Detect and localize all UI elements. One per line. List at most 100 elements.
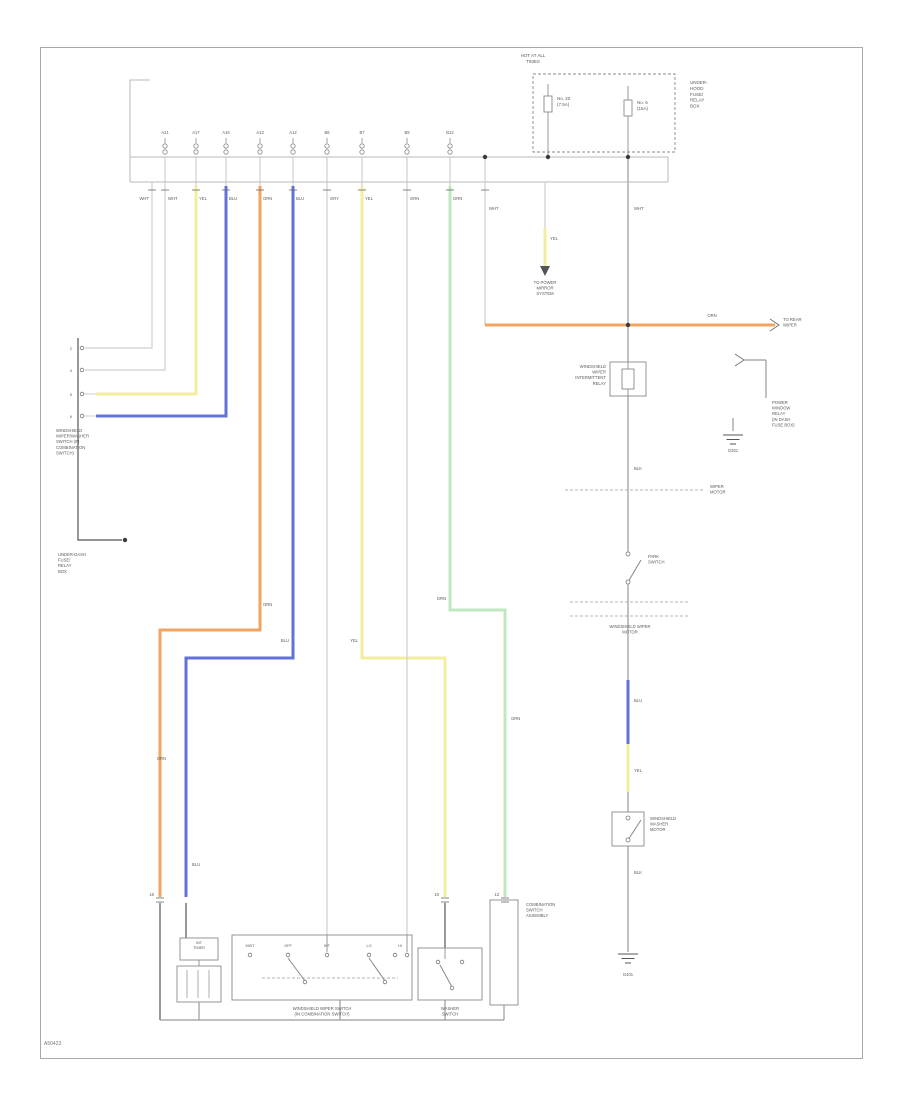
contact-icon [382, 979, 388, 985]
pin-connector-icon [359, 149, 365, 155]
to-power-mirror-label: TO POWER [534, 280, 557, 285]
wire-color-label: GRN [410, 196, 419, 201]
connector-housing-label: ASSEMBLY [526, 913, 548, 918]
pin-connector-icon [223, 149, 229, 155]
pin-connector-icon [223, 143, 229, 149]
underdash-fusebox-label: FUSE/ [58, 558, 71, 563]
wire-color-label: BLU [281, 638, 289, 643]
power-window-relay-label: (IN DASH [772, 417, 790, 422]
junction-dot [482, 154, 488, 160]
wire-color-label: ORN [707, 313, 716, 318]
wire-yel-main [360, 186, 447, 897]
contact-icon [324, 952, 330, 958]
wire-yel-left [96, 186, 198, 396]
wire-orn-main [158, 186, 262, 897]
connector-housing-label: COMBINATION [526, 902, 555, 907]
branch-chevron [734, 353, 745, 367]
contact-icon [404, 952, 410, 958]
pin-label: A16 [222, 130, 230, 135]
wire-color-label: YEL [550, 236, 559, 241]
wiper-motor-label: WIPER [710, 484, 724, 489]
to-rear-wiper-label: TO REAR [783, 317, 802, 322]
underhood-fusebox-label: HOOD [690, 86, 704, 91]
b2-arm [439, 964, 453, 988]
pin-connector-icon [290, 149, 296, 155]
intermittent-relay-coil [621, 368, 635, 390]
wiper-motor-boundary-label: MOTOR [622, 630, 638, 635]
power-window-relay-label: FUSE BOX) [772, 422, 795, 427]
junction-dot [122, 537, 128, 543]
wire-color-label: YEL [365, 196, 374, 201]
contact-icon [285, 952, 291, 958]
contact-icon [625, 579, 631, 585]
combination-switch-label: COMBINATION [56, 445, 85, 450]
wire-color-label: BLK [634, 870, 642, 875]
pin-connector-icon [447, 143, 453, 149]
wire-color-label: YEL [634, 768, 643, 773]
pin-label: B9 [404, 130, 410, 135]
fuse2-label: (15A) [637, 106, 649, 111]
washer-switch-box [417, 947, 483, 1001]
wire-color-label: WHT [489, 206, 499, 211]
washer-motor-label: WINDSHIELD [650, 816, 676, 821]
wire-color-label: GRN [453, 196, 462, 201]
pin-label: A17 [192, 130, 200, 135]
wire-color-label: BLU [296, 196, 304, 201]
connector-pin-label: 10 [434, 892, 439, 897]
pin-connector-icon [404, 143, 410, 149]
contact-icon [625, 815, 631, 821]
connector-housing-label: SWITCH [526, 908, 543, 913]
switch-position-label: LO [366, 944, 371, 948]
junction-dot [625, 322, 631, 328]
pin-connector-icon [162, 143, 168, 149]
switch-position-label: INT [324, 944, 331, 948]
contact-icon [366, 952, 372, 958]
intermittent-relay-label: INTERMITTENT [575, 375, 606, 380]
pin-label: A13 [256, 130, 264, 135]
switch-position-label: MIST [245, 944, 255, 948]
wiper-motor-label: MOTOR [710, 490, 726, 495]
contact-icon [79, 367, 85, 373]
underdash-fusebox-label: RELAY [58, 563, 72, 568]
contact-icon [79, 391, 85, 397]
wire-color-label: GRN [511, 716, 520, 721]
wire-color-label: YEL [350, 638, 359, 643]
wire-color-label: BLU [634, 698, 642, 703]
intermittent-relay-box [609, 361, 647, 397]
underhood-fusebox-label: RELAY [690, 98, 704, 103]
combination-switch-label: WINDSHIELD [56, 428, 82, 433]
wire-color-label: WHT [634, 206, 644, 211]
wire-color-label: BLK [634, 466, 642, 471]
junction-dot [545, 154, 551, 160]
to-power-mirror-label: SYSTEM [536, 291, 554, 296]
washer-motor-box [611, 811, 645, 847]
wire-blu-main [184, 186, 295, 897]
contact-pin-label: 6 [70, 414, 73, 419]
wire-color-label: WHT [168, 196, 178, 201]
pin-connector-icon [404, 149, 410, 155]
contact-icon [79, 345, 85, 351]
pin-connector-icon [193, 143, 199, 149]
washer-motor-label: WASHER [650, 822, 668, 827]
wire-color-label: BLU [229, 196, 237, 201]
junction-dot [625, 154, 631, 160]
washer-arm [627, 819, 642, 841]
underhood-fusebox-outline [532, 73, 676, 153]
connector-pin-label: 16 [149, 892, 154, 897]
intermittent-relay-label: WIPER [592, 370, 606, 375]
intermittent-relay-label: WINDSHIELD [580, 364, 606, 369]
contact-icon [302, 979, 308, 985]
fuse1-label: No. 20 [557, 96, 571, 101]
wire-blu-left [96, 186, 228, 418]
wire-color-label: ORN [263, 196, 272, 201]
pin-label: B7 [359, 130, 365, 135]
ground-g201-label: G201 [728, 448, 739, 453]
hot-at-all-times-label: HOT AT ALL [521, 53, 546, 58]
pin-connector-icon [162, 149, 168, 155]
intermittent-relay-label: RELAY [593, 381, 607, 386]
wire-wht-2 [85, 186, 166, 371]
contact-pin-label: 5 [70, 392, 73, 397]
fuse1-label: (7.5A) [557, 102, 570, 107]
